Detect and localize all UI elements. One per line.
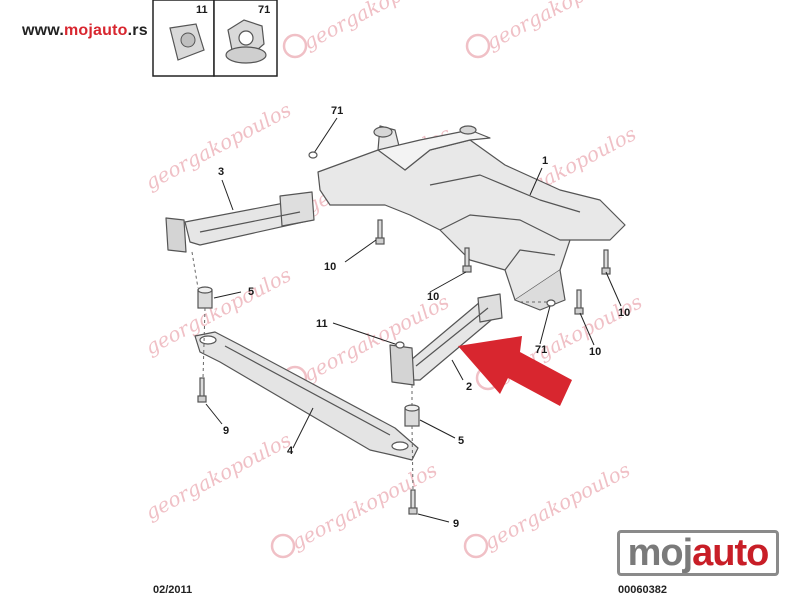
legend-label-11: 11 bbox=[196, 4, 208, 16]
logo-text-part1: moj bbox=[627, 532, 694, 574]
callout-4: 4 bbox=[287, 445, 294, 457]
site-url[interactable]: www.mojauto.rs bbox=[22, 22, 148, 40]
clip-nut-icon bbox=[169, 23, 205, 61]
part-4-bar bbox=[194, 331, 419, 461]
callout-2: 2 bbox=[466, 381, 472, 393]
fastener-legend: 11 71 bbox=[152, 0, 278, 77]
callout-3: 3 bbox=[218, 166, 224, 178]
callout-10-b: 10 bbox=[427, 291, 439, 303]
watermark-text: georgakopoulos bbox=[480, 457, 634, 554]
site-url-brand: mojauto bbox=[64, 22, 128, 39]
highlight-arrow bbox=[458, 336, 572, 406]
watermark-logo-icon bbox=[463, 533, 489, 559]
legend-label-71: 71 bbox=[258, 4, 270, 16]
flange-nut-icon bbox=[225, 19, 267, 64]
watermark-text: georgakopoulos bbox=[299, 0, 453, 54]
watermark-logo-icon bbox=[282, 33, 308, 59]
bolt-icon bbox=[601, 249, 611, 275]
callout-10-c: 10 bbox=[618, 307, 630, 319]
callout-1: 1 bbox=[542, 155, 548, 167]
watermark-text: georgakopoulos bbox=[141, 427, 295, 524]
callout-9-left: 9 bbox=[223, 425, 229, 437]
callout-5-left: 5 bbox=[248, 286, 254, 298]
bolt-icon bbox=[197, 377, 207, 403]
diagram-code: 00060382 bbox=[618, 584, 667, 596]
bolt-icon bbox=[574, 289, 584, 315]
watermark-text: georgakopoulos bbox=[287, 457, 441, 554]
callout-5-right: 5 bbox=[458, 435, 464, 447]
watermark-text: georgakopoulos bbox=[482, 0, 636, 54]
bolt-icon bbox=[375, 219, 385, 245]
callout-10-a: 10 bbox=[324, 261, 336, 273]
diagram-date: 02/2011 bbox=[153, 584, 193, 596]
bolt-icon bbox=[462, 247, 472, 273]
site-url-suffix: .rs bbox=[127, 22, 148, 39]
callout-71-mid: 71 bbox=[535, 344, 547, 356]
alignment-lines bbox=[191, 251, 548, 491]
watermark-logo-icon bbox=[270, 533, 296, 559]
callout-9-right: 9 bbox=[453, 518, 459, 530]
watermark-logo-icon bbox=[465, 33, 491, 59]
clip-71-icon bbox=[308, 151, 556, 349]
logo-text-part2: auto bbox=[692, 532, 769, 574]
part-3-brace bbox=[165, 191, 315, 253]
watermark-layer: georgakopoulos georgakopoulos georgakopo… bbox=[141, 0, 646, 559]
part-2-brace bbox=[389, 293, 503, 386]
part-5-bushing-left bbox=[197, 286, 213, 309]
site-url-prefix: www. bbox=[22, 22, 64, 39]
callout-71-top: 71 bbox=[331, 105, 343, 117]
leader-lines bbox=[205, 117, 622, 523]
callout-10-d: 10 bbox=[589, 346, 601, 358]
part-5-bushing-right bbox=[404, 404, 420, 427]
watermark-text: georgakopoulos bbox=[141, 97, 295, 194]
callout-labels: 71 3 1 10 10 10 10 5 11 71 2 9 4 5 9 bbox=[218, 105, 630, 530]
bolt-icon bbox=[408, 489, 418, 515]
callout-11: 11 bbox=[316, 318, 328, 330]
